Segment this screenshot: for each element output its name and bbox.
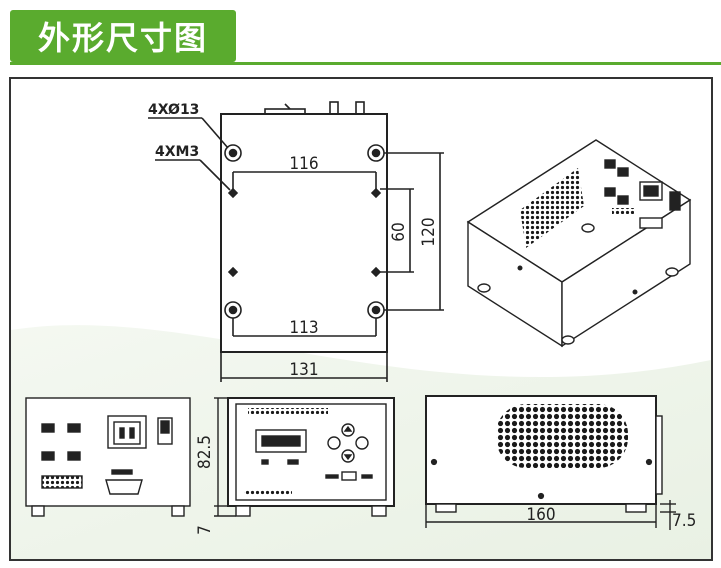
dim-vertical-inner: 60 [389, 222, 409, 241]
title-banner: 外形尺寸图 [10, 10, 236, 62]
title-underline [10, 62, 721, 65]
dim-front-foot: 7 [195, 525, 215, 535]
front-view [214, 397, 395, 517]
dim-inner-top: 116 [289, 154, 318, 174]
callout-mount: 4XM3 [155, 144, 199, 160]
rear-panel-view [25, 397, 191, 517]
dim-side-foot: 7.5 [672, 511, 696, 531]
callout-holes: 4XØ13 [148, 102, 199, 118]
dim-inner-bottom: 113 [289, 318, 318, 338]
mount-hole [224, 144, 242, 162]
top-view [148, 101, 444, 382]
dim-vertical-outer: 120 [419, 217, 439, 246]
dim-front-height: 82.5 [195, 435, 215, 469]
dim-width: 131 [289, 360, 318, 380]
dim-side-length: 160 [526, 505, 555, 525]
isometric-view [466, 139, 692, 348]
side-view [425, 395, 676, 530]
page-title: 外形尺寸图 [37, 19, 208, 57]
